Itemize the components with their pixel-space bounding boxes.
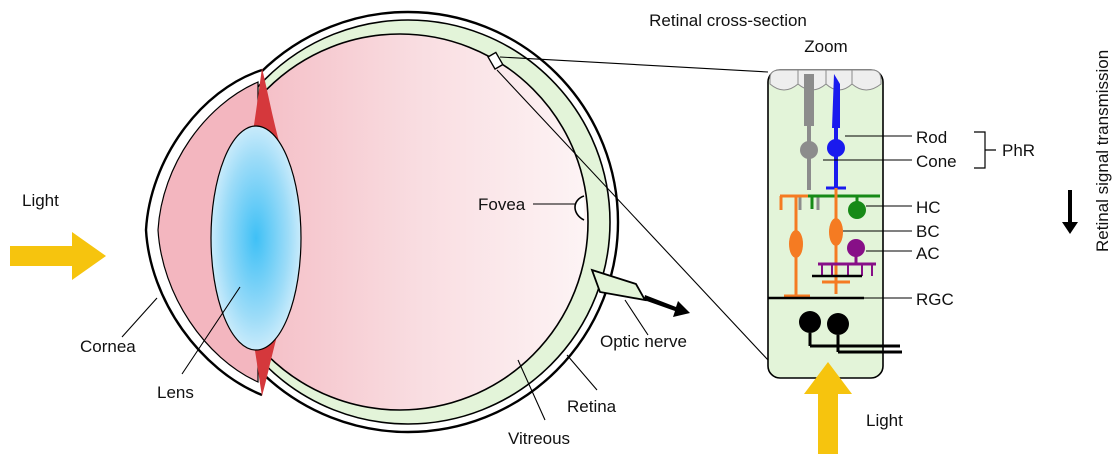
transmission-label: Retinal signal transmission [1093, 50, 1112, 252]
light-label-bottom: Light [866, 411, 903, 430]
light-arrow-left [10, 232, 106, 280]
rgc-label: RGC [916, 290, 954, 309]
vitreous-label: Vitreous [508, 429, 570, 448]
cone-label: Cone [916, 152, 957, 171]
hc-label: HC [916, 198, 941, 217]
light-label-left: Light [22, 191, 59, 210]
zoom-panel [768, 70, 883, 378]
retina-label: Retina [567, 397, 617, 416]
phr-label: PhR [1002, 141, 1035, 160]
bc-label: BC [916, 222, 940, 241]
ac-label: AC [916, 244, 940, 263]
lens [211, 126, 301, 350]
optic-nerve-arrow [644, 295, 690, 317]
zoom-title: Retinal cross-section [649, 11, 807, 30]
lens-label: Lens [157, 383, 194, 402]
phr-bracket [974, 132, 996, 168]
cornea-label: Cornea [80, 337, 136, 356]
optic-nerve-label: Optic nerve [600, 332, 687, 351]
rod-label: Rod [916, 128, 947, 147]
fovea-label: Fovea [478, 195, 526, 214]
transmission-arrow [1062, 190, 1078, 234]
zoom-subtitle: Zoom [804, 37, 847, 56]
